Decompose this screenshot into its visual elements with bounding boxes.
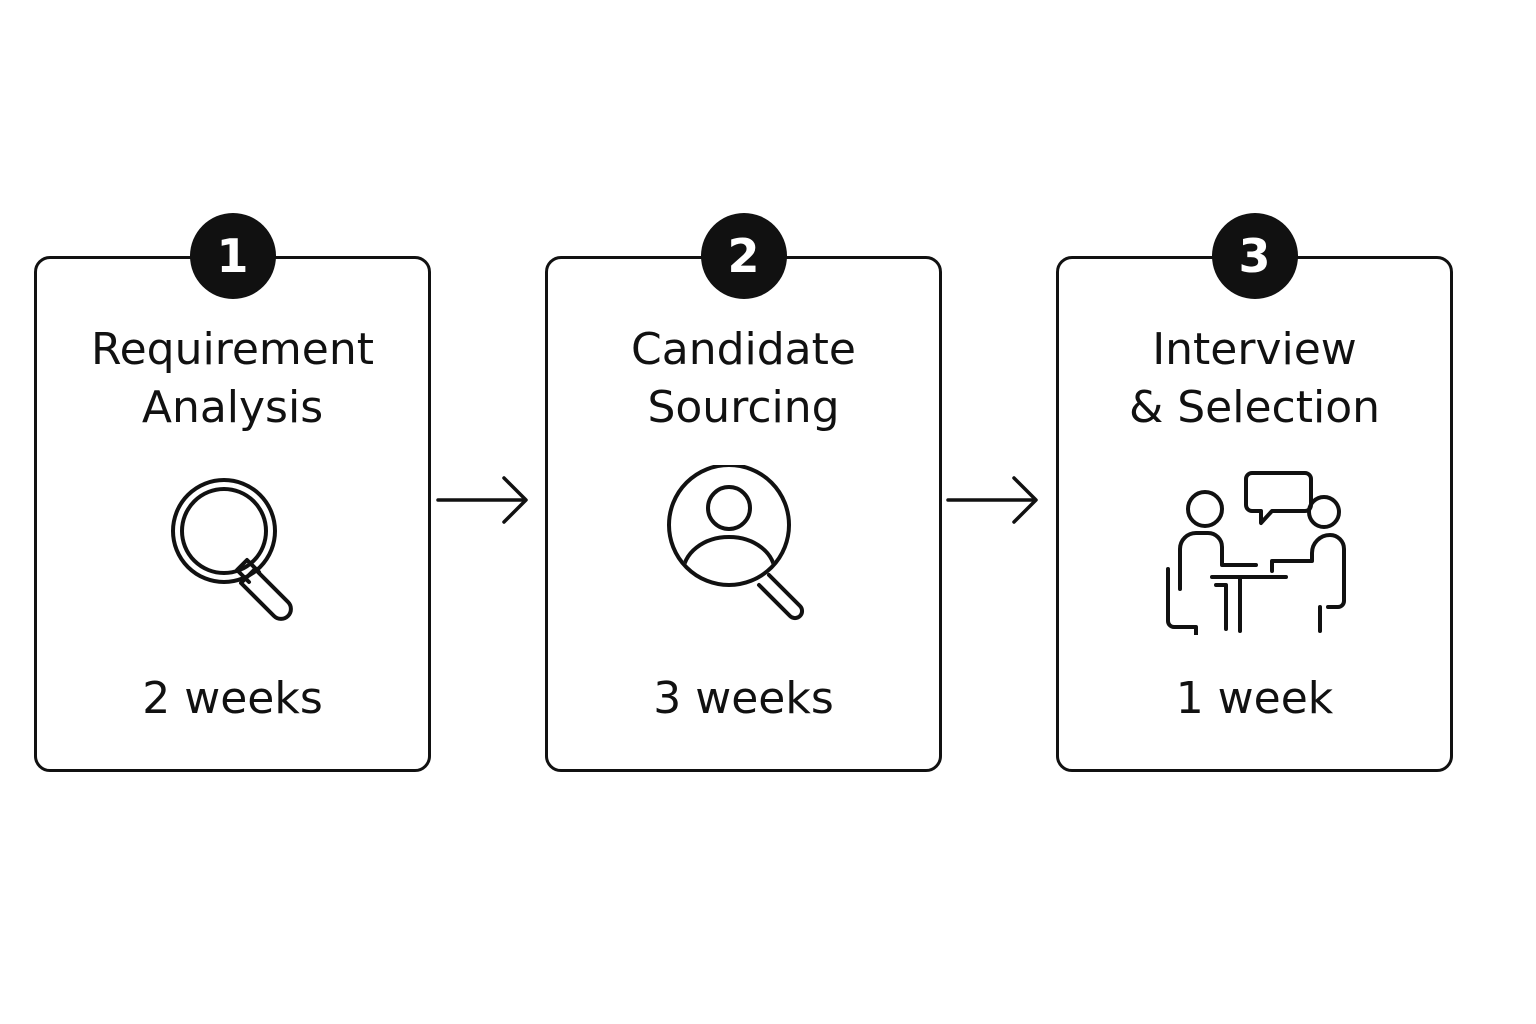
step-title-line: Requirement [91, 324, 374, 375]
step-title: Candidate Sourcing [558, 321, 929, 437]
step-title-line: Candidate [631, 324, 856, 375]
step-title-line: & Selection [1128, 382, 1381, 433]
step-title-line: Interview [1152, 324, 1357, 375]
interview-meeting-icon [1165, 471, 1346, 635]
step-title-line: Sourcing [647, 382, 840, 433]
step-duration: 3 weeks [653, 673, 834, 724]
step-number-badge: 2 [700, 213, 787, 299]
step-title-line: Analysis [141, 382, 324, 433]
step-card-requirement-analysis: 1 Requirement Analysis 2 weeks [34, 213, 431, 772]
step-card-interview-selection: 3 Interview & Selection [1056, 213, 1453, 772]
person-search-icon [666, 465, 804, 621]
flow-arrow-icon [946, 476, 1038, 524]
step-title: Interview & Selection [1069, 321, 1440, 437]
step-number-badge: 3 [1211, 213, 1298, 299]
step-duration: 1 week [1175, 673, 1334, 724]
step-number-badge: 1 [189, 213, 276, 299]
step-duration: 2 weeks [142, 673, 323, 724]
step-card-candidate-sourcing: 2 Candidate Sourcing 3 weeks [545, 213, 942, 772]
step-title: Requirement Analysis [47, 321, 418, 437]
flow-arrow-icon [436, 476, 528, 524]
magnifying-glass-icon [170, 478, 293, 621]
